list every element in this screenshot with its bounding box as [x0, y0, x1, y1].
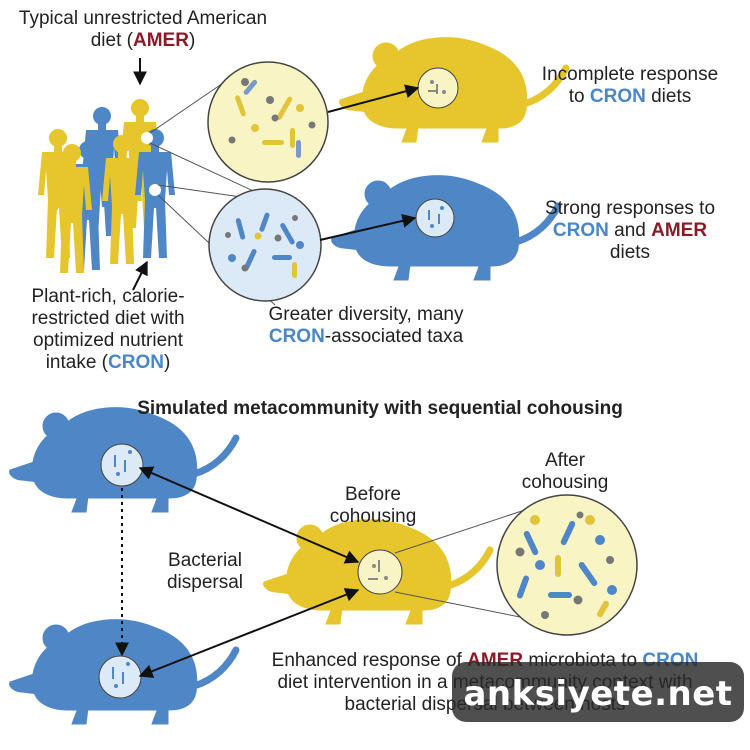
- cron-caption-line1: Plant-rich, calorie-: [31, 286, 185, 307]
- outcome-cron-line3: diets: [609, 242, 651, 263]
- watermark-text: anksiyete.net: [463, 674, 733, 714]
- microbiome-circle-cron: [208, 188, 322, 302]
- outcome-cron-key1: CRON: [552, 220, 609, 241]
- amer-caption-key: AMER: [132, 30, 189, 51]
- cron-caption-line4-pre: intake (: [45, 352, 109, 373]
- mouse-amer-top-gut: [417, 67, 459, 109]
- arrow-cohousing-lower: [138, 588, 360, 678]
- outcome-amer-line1: Incomplete response: [541, 64, 719, 85]
- microbiome-circle-amer: [207, 61, 329, 183]
- arrow-cron-to-mouse: [319, 214, 417, 241]
- diversity-caption-line1: Greater diversity, many: [268, 304, 464, 325]
- outcome-amer-line2-pre: to: [568, 86, 590, 107]
- before-label-line1: Before: [345, 484, 401, 505]
- amer-caption-line2-post: ): [188, 30, 196, 51]
- outcome-cron-line2-mid: and: [608, 220, 652, 241]
- dispersal-label: Bacterial dispersal: [150, 550, 260, 594]
- outcome-amer-line2-post: diets: [645, 86, 692, 107]
- mouse-cron-top-gut: [415, 198, 455, 238]
- after-cohousing-label: After cohousing: [505, 450, 625, 494]
- watermark-badge: anksiyete.net: [452, 662, 744, 722]
- amer-caption-line1: Typical unrestricted American: [18, 8, 268, 29]
- outcome-cron-key2: AMER: [651, 220, 708, 241]
- gut-marker-cron: [149, 184, 161, 196]
- section-title: Simulated metacommunity with sequential …: [137, 398, 623, 419]
- diversity-caption: Greater diversity, many CRON-associated …: [236, 304, 496, 348]
- after-label-line2: cohousing: [521, 472, 609, 493]
- mouse-cron-bottom-top-gut: [100, 443, 144, 487]
- cron-caption-line2: restricted diet with: [31, 308, 185, 329]
- result-caption-line1-pre: Enhanced response of: [271, 650, 468, 671]
- cron-caption-arrow: [132, 260, 148, 291]
- diversity-caption-line2-post: -associated taxa: [324, 326, 464, 347]
- microbiome-circle-after: [496, 494, 638, 636]
- arrow-amer-to-mouse: [327, 84, 420, 113]
- outcome-cron-line1: Strong responses to: [544, 198, 716, 219]
- dispersal-label-line2: dispersal: [166, 572, 244, 593]
- cron-caption-line3: optimized nutrient: [33, 330, 183, 351]
- amer-caption: Typical unrestricted American diet (AMER…: [8, 8, 278, 52]
- amer-caption-line2-pre: diet (: [90, 30, 133, 51]
- mouse-cron-bottom-low-gut: [98, 655, 142, 699]
- outcome-amer-key: CRON: [589, 86, 646, 107]
- cron-caption-line4-post: ): [163, 352, 171, 373]
- arrow-cohousing-upper: [138, 466, 360, 564]
- before-cohousing-label: Before cohousing: [318, 484, 428, 528]
- outcome-cron: Strong responses to CRON and AMER diets: [515, 198, 745, 264]
- cron-caption-key: CRON: [108, 352, 164, 373]
- dispersal-label-line1: Bacterial: [168, 550, 242, 571]
- before-label-line2: cohousing: [329, 506, 417, 527]
- diversity-caption-key: CRON: [268, 326, 325, 347]
- cron-caption: Plant-rich, calorie- restricted diet wit…: [8, 286, 208, 374]
- gut-marker-amer: [141, 132, 153, 144]
- after-label-line1: After: [544, 450, 586, 471]
- mouse-amer-center-gut: [357, 549, 403, 595]
- outcome-amer: Incomplete response to CRON diets: [515, 64, 745, 108]
